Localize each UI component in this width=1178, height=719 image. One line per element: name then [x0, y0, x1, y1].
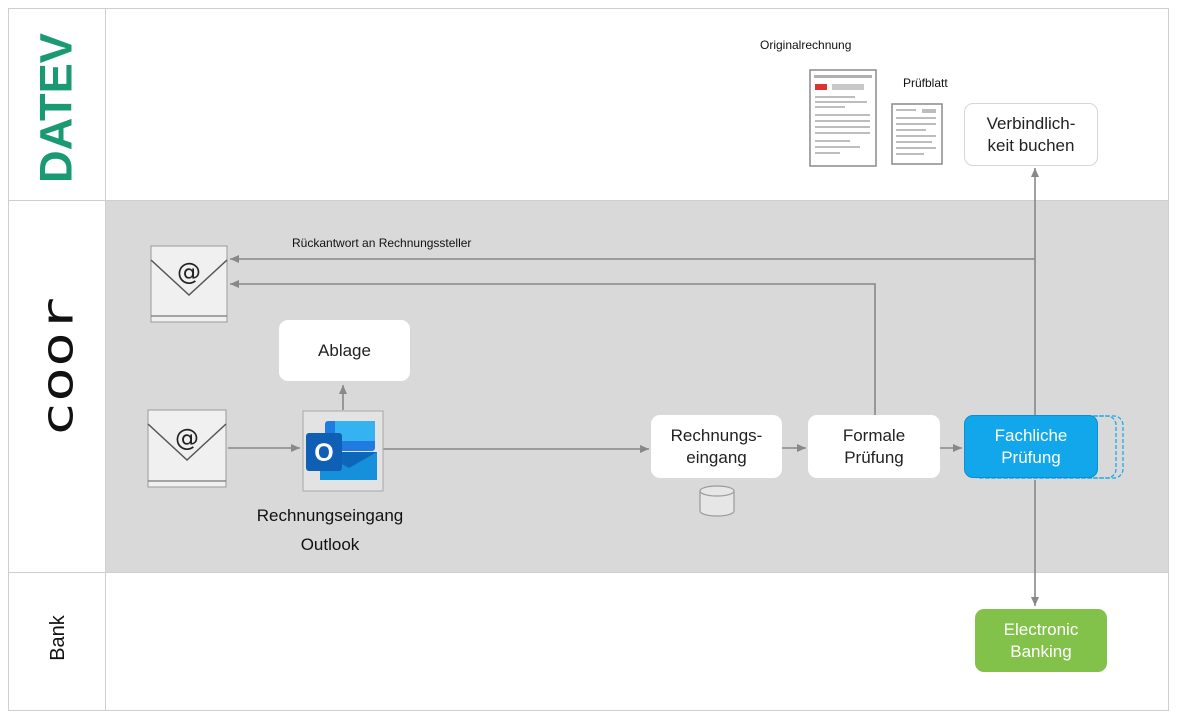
bank-lane-text: Bank — [47, 614, 69, 661]
node-electronic-banking[interactable]: Electronic Banking — [975, 609, 1107, 672]
originalrechnung-document-icon — [809, 69, 877, 167]
arrow-formale-back-to-mail — [230, 280, 876, 415]
database-icon — [699, 485, 735, 517]
label-pruefblatt: Prüfblatt — [903, 76, 948, 90]
mail-icon-incoming: @ — [147, 409, 227, 488]
coor-logo: coor — [33, 297, 84, 437]
coor-logo-text: coor — [33, 297, 84, 437]
node-ablage[interactable]: Ablage — [279, 320, 410, 381]
mail-icon-reply: @ — [150, 245, 228, 323]
node-rechnungseingang[interactable]: Rechnungs- eingang — [651, 415, 782, 478]
label-outlook-line2: Outlook — [300, 535, 360, 554]
mail-at-glyph-reply: @ — [177, 258, 201, 286]
outlook-glyph: O — [314, 439, 333, 467]
label-outlook-line1: Rechnungseingang — [256, 506, 404, 525]
coor-lane-band — [105, 201, 1168, 572]
node-fachliche-pruefung[interactable]: Fachliche Prüfung — [964, 415, 1098, 478]
label-originalrechnung: Originalrechnung — [760, 38, 852, 52]
pruefblatt-document-icon — [891, 103, 943, 165]
flow-arrows — [228, 168, 1039, 606]
outlook-icon: O — [302, 410, 384, 492]
node-formale-pruefung[interactable]: Formale Prüfung — [808, 415, 940, 478]
datev-logo: DATEV — [31, 33, 82, 183]
bank-lane-label: Bank — [47, 614, 69, 661]
label-rueckantwort: Rückantwort an Rechnungssteller — [292, 236, 472, 250]
datev-logo-text: DATEV — [31, 33, 82, 183]
mail-at-glyph-incoming: @ — [175, 424, 199, 452]
node-verbindlichkeit-buchen[interactable]: Verbindlich- keit buchen — [964, 103, 1098, 166]
lane-grid — [8, 8, 1169, 711]
